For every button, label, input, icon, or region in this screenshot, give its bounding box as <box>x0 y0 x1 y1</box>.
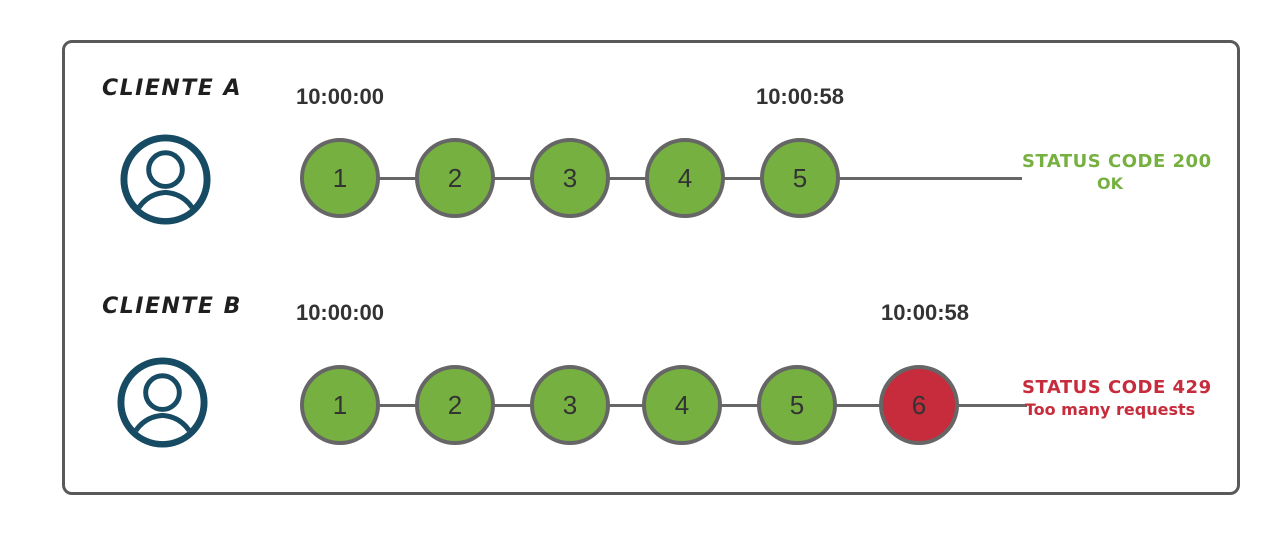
request-circle: 1 <box>300 138 380 218</box>
row-b-status-message: Too many requests <box>1024 399 1196 419</box>
client-a-label: CLIENTE A <box>101 76 242 101</box>
request-circle: 1 <box>300 365 380 445</box>
client-b-label: CLIENTE B <box>102 294 242 319</box>
row-b-start-timestamp: 10:00:00 <box>295 300 385 325</box>
request-circle: 3 <box>530 365 610 445</box>
request-circle: 5 <box>760 138 840 218</box>
row-b-status: STATUS CODE 429 Too many requests <box>1022 377 1212 419</box>
request-circle: 5 <box>757 365 837 445</box>
person-icon <box>118 132 213 227</box>
request-circle: 4 <box>642 365 722 445</box>
request-circle: 4 <box>645 138 725 218</box>
row-a-status-code: STATUS CODE 200 <box>1022 151 1212 172</box>
row-a-status: STATUS CODE 200 OK <box>1022 151 1212 193</box>
request-circle: 3 <box>530 138 610 218</box>
row-b-end-timestamp: 10:00:58 <box>880 300 970 325</box>
row-a-status-message: OK <box>1097 173 1123 193</box>
request-circle-blocked: 6 <box>879 365 959 445</box>
person-icon <box>115 355 210 450</box>
row-b-status-code: STATUS CODE 429 <box>1022 377 1212 398</box>
request-circle: 2 <box>415 365 495 445</box>
row-a-end-timestamp: 10:00:58 <box>755 84 845 109</box>
request-circle: 2 <box>415 138 495 218</box>
row-a-start-timestamp: 10:00:00 <box>295 84 385 109</box>
